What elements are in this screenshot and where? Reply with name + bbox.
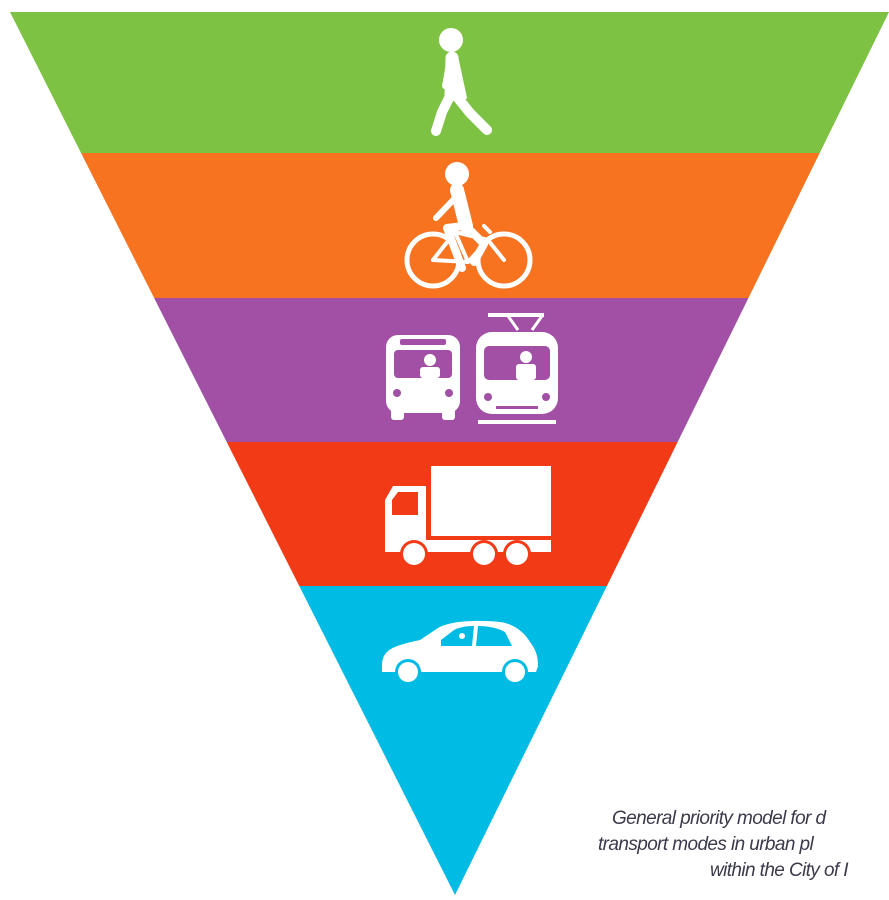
bus-icon <box>386 335 460 420</box>
tram-icon <box>476 313 558 424</box>
car-icon <box>382 620 538 685</box>
truck-icon <box>385 466 551 568</box>
pedestrian-icon <box>431 28 492 136</box>
figure-caption: General priority model for d transport m… <box>598 806 889 884</box>
cyclist-icon <box>404 162 533 289</box>
caption-line-1: General priority model for d <box>612 808 826 829</box>
caption-line-3: within the City of I <box>710 860 849 881</box>
caption-line-2: transport modes in urban pl <box>598 834 814 855</box>
